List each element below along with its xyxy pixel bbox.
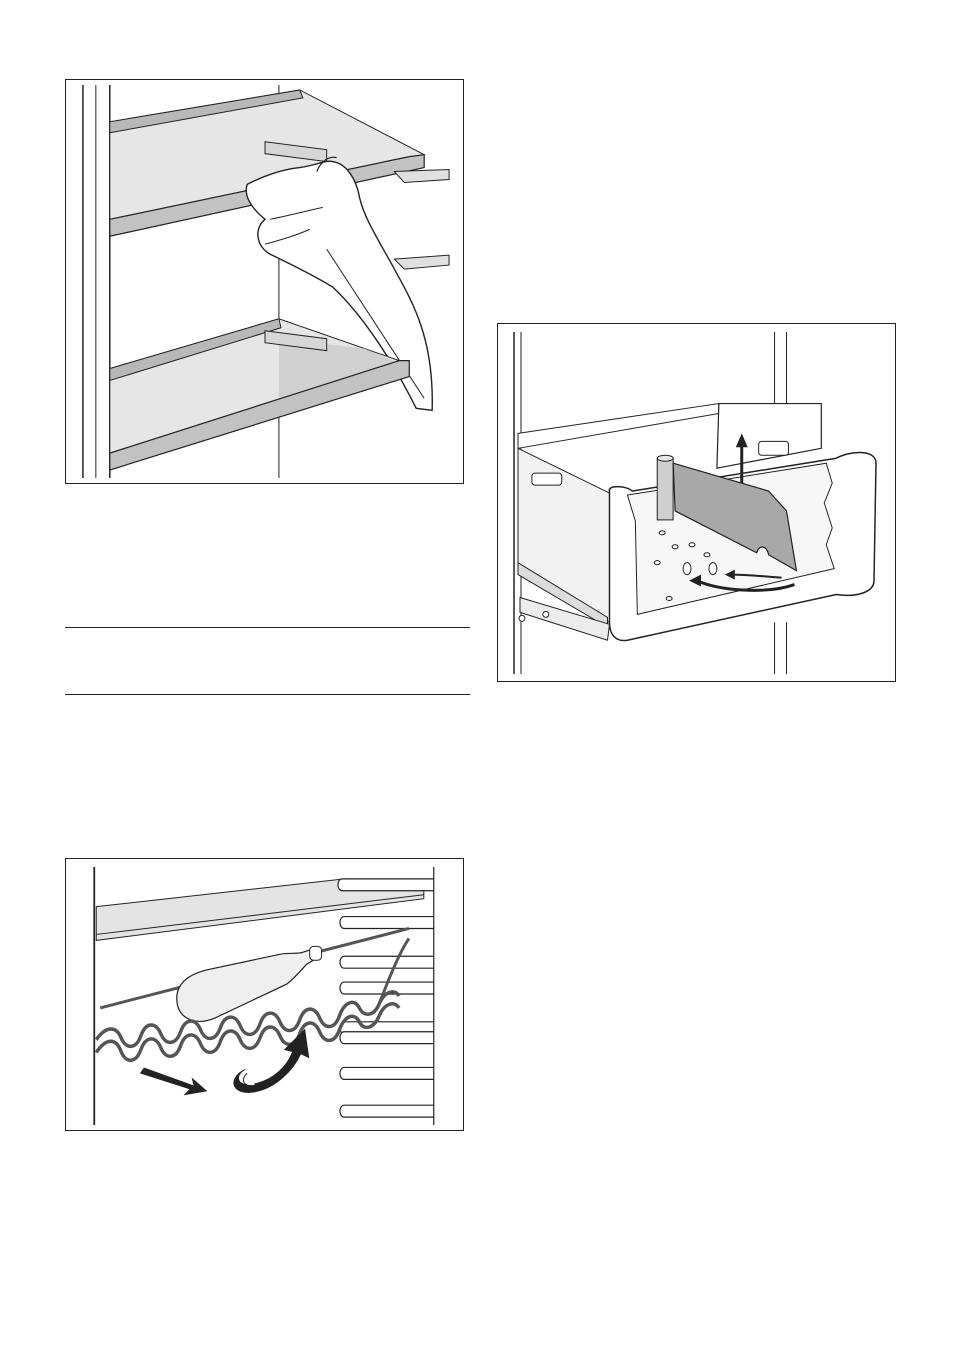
bottle-rack-figure — [65, 858, 464, 1131]
shelf-removal-illustration — [66, 80, 463, 483]
drawer-divider-figure — [497, 323, 896, 682]
bottle-rack-illustration — [66, 859, 463, 1130]
shelf-removal-figure — [65, 79, 464, 484]
drawer-divider-illustration — [498, 324, 895, 681]
section-divider-bottom — [65, 694, 470, 695]
section-divider-top — [65, 627, 470, 628]
